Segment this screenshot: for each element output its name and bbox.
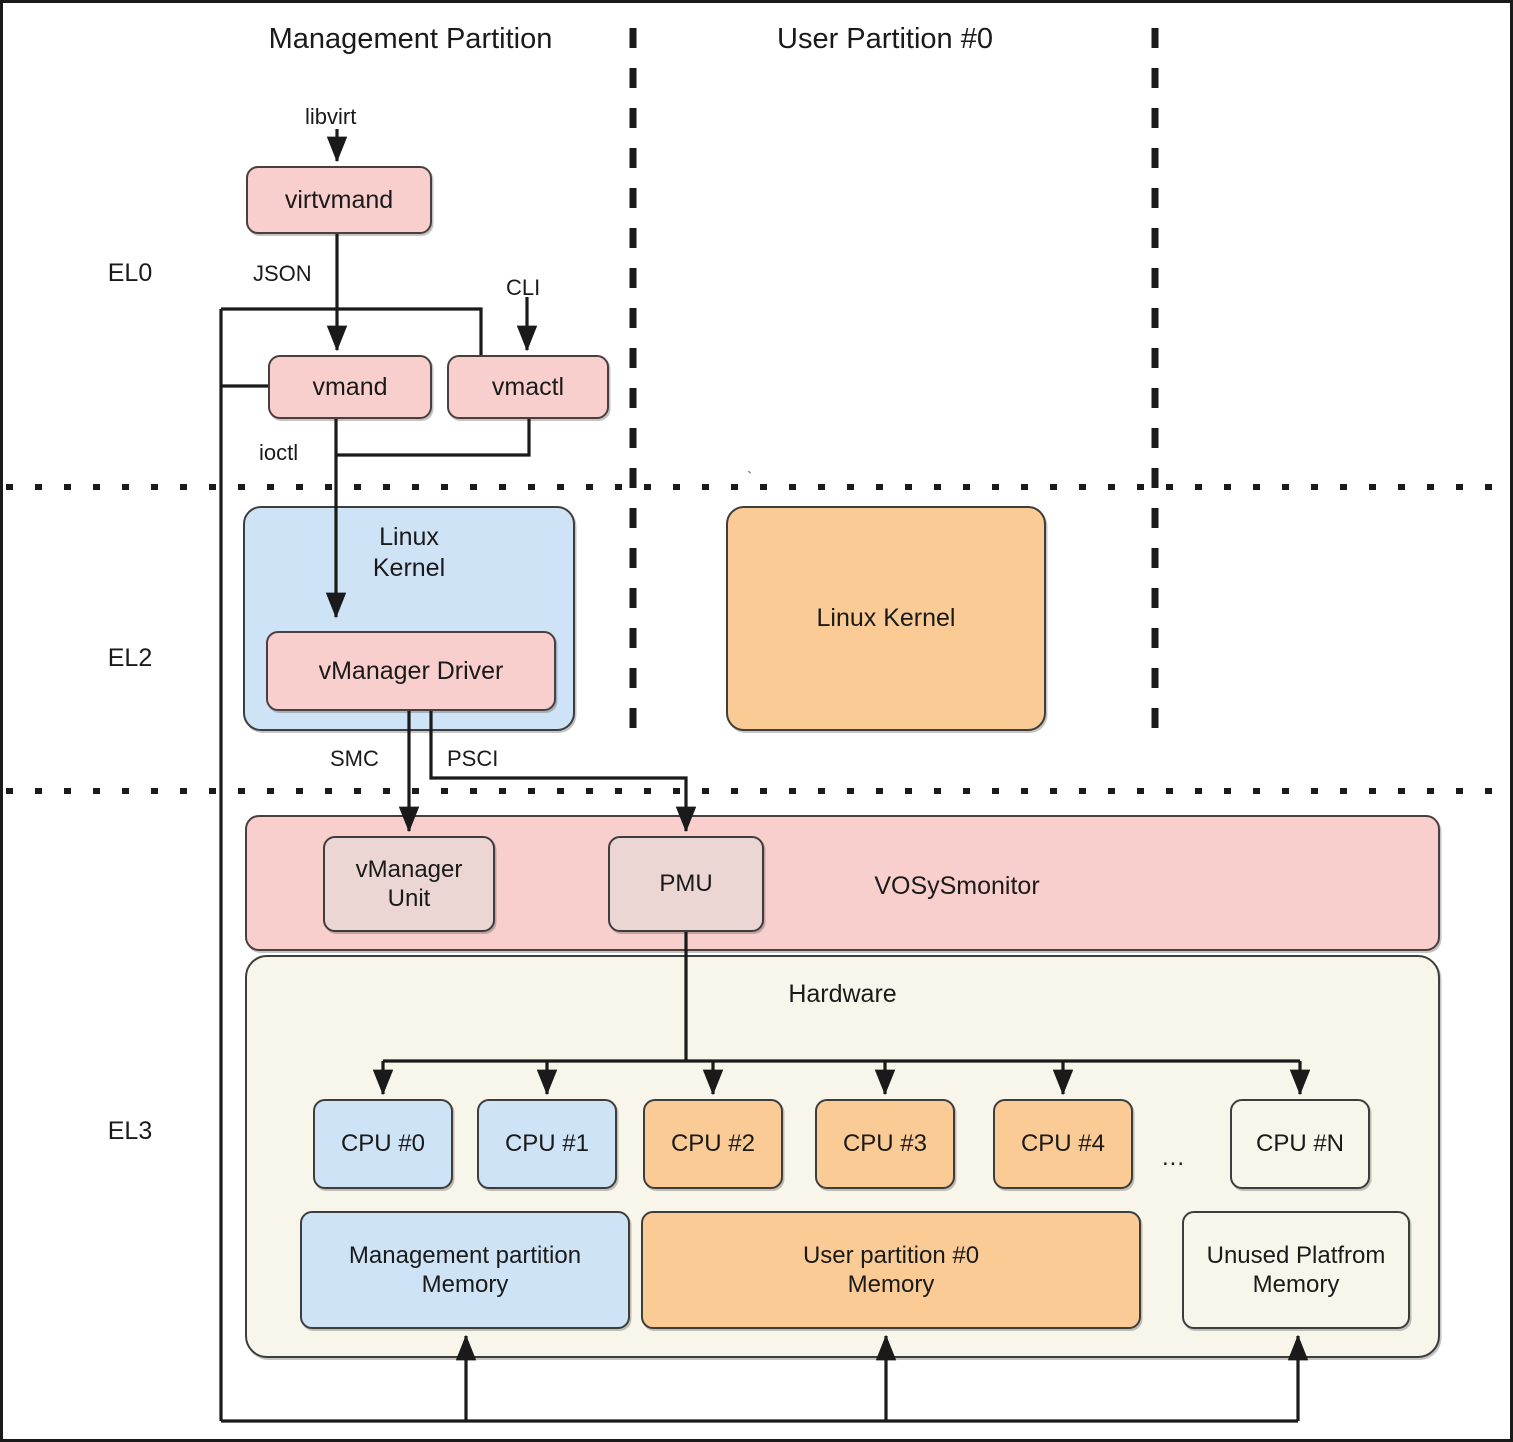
- wire-vmactl-bottom: [336, 419, 531, 457]
- node-vmand[interactable]: vmand: [268, 355, 432, 419]
- node-cpu-0[interactable]: CPU #0: [313, 1099, 453, 1189]
- node-memory-management[interactable]: Management partition Memory: [300, 1211, 630, 1329]
- cpu-ellipsis: ...: [1162, 1144, 1186, 1171]
- node-cpu-2[interactable]: CPU #2: [643, 1099, 783, 1189]
- node-memory-unused[interactable]: Unused Platfrom Memory: [1182, 1211, 1410, 1329]
- edge-label-smc: SMC: [330, 746, 379, 771]
- node-virtvmand[interactable]: virtvmand: [246, 166, 432, 234]
- edge-label-psci: PSCI: [447, 746, 499, 771]
- management-linux-kernel-label: Linux Kernel: [372, 523, 446, 582]
- exception-level-el2: EL2: [107, 644, 153, 672]
- node-vmactl[interactable]: vmactl: [447, 355, 609, 419]
- node-vmanager-driver[interactable]: vManager Driver: [266, 631, 556, 711]
- node-vmanager-unit[interactable]: vManager Unit: [323, 836, 495, 932]
- stray-mark: `: [747, 470, 753, 487]
- node-cpu-3[interactable]: CPU #3: [815, 1099, 955, 1189]
- node-pmu[interactable]: PMU: [608, 836, 764, 932]
- vosysmonitor-label: VOSySmonitor: [874, 872, 1040, 900]
- management-partition-title: Management Partition: [268, 23, 553, 55]
- user-partition-title: User Partition #0: [777, 23, 993, 55]
- node-cpu-4[interactable]: CPU #4: [993, 1099, 1133, 1189]
- node-memory-user-0[interactable]: User partition #0 Memory: [641, 1211, 1141, 1329]
- wire-vmactl-to-rail: [221, 307, 483, 355]
- node-cpu-1[interactable]: CPU #1: [477, 1099, 617, 1189]
- hardware-label: Hardware: [788, 980, 897, 1008]
- exception-level-el0: EL0: [107, 259, 153, 287]
- edge-label-cli: CLI: [506, 275, 541, 300]
- exception-level-el3: EL3: [107, 1117, 153, 1145]
- node-user-linux-kernel[interactable]: Linux Kernel: [726, 506, 1046, 731]
- node-cpu-n[interactable]: CPU #N: [1230, 1099, 1370, 1189]
- edge-label-json: JSON: [253, 261, 312, 286]
- edge-label-libvirt: libvirt: [305, 104, 357, 129]
- edge-label-ioctl: ioctl: [259, 440, 299, 465]
